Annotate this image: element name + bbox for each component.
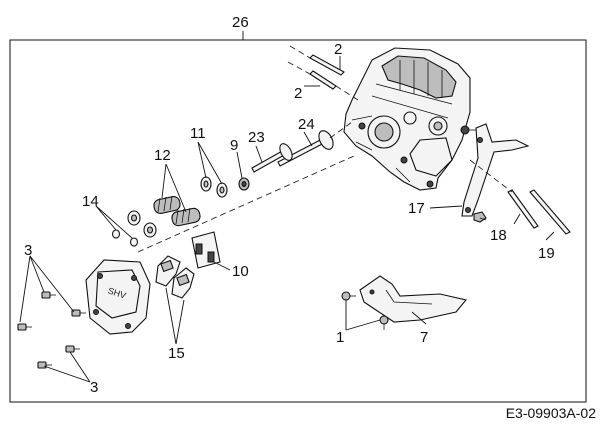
cover-bolt-2 [71,309,86,317]
callout-11: 11 [190,125,206,142]
callout-12: 12 [154,147,171,164]
callout-1: 1 [336,329,344,346]
axis-valve-to-head [329,121,353,139]
washer-small [111,229,121,239]
rocker-arm-upper [155,255,181,287]
callout-3-upper: 3 [24,242,32,259]
intake-valve [251,143,293,173]
callout-19: 19 [538,245,555,262]
washer-small-2 [129,237,139,247]
cover-bolt-1 [41,291,56,299]
cover-bolt-4 [65,345,80,353]
valve-stem-seal-left [127,210,141,226]
rocker-arm-lower [171,267,195,299]
spring-cap-left [200,176,212,192]
rocker-gasket [191,231,221,269]
callout-7: 7 [420,329,428,346]
callout-24: 24 [298,116,315,133]
axis-dowel-upper [289,45,311,59]
valve-spring-lower [171,207,201,227]
spring-cap-right [216,182,228,198]
rocker-cover: SHV [85,259,151,335]
callout-10: 10 [232,263,249,280]
valve-stem-seal-right [143,222,157,238]
axis-rod-to-head [469,159,513,193]
callout-26: 26 [232,14,249,31]
bracket-bolt [473,211,487,223]
callout-2-upper: 2 [334,41,342,58]
callout-23: 23 [248,129,265,146]
shield-screw-lower [379,315,389,330]
dowel-pin-upper [309,54,345,76]
callout-17: 17 [408,200,425,217]
cover-bolt-5 [37,361,52,369]
valve-retainer [238,177,250,191]
heat-shield [359,275,467,323]
cover-bolt-3 [17,323,32,331]
leader-lines [19,31,555,383]
callout-18: 18 [490,227,507,244]
callout-9: 9 [230,137,238,154]
axis-dowel-to-head [335,85,359,101]
shield-screw-upper [341,291,356,301]
callout-14: 14 [82,193,99,210]
valve-spring-upper [153,195,181,214]
callout-15: 15 [168,345,185,362]
cylinder-head [343,47,471,191]
callout-2-lower: 2 [294,85,302,102]
push-rod-long [529,189,571,235]
reference-code: E3-09903A-02 [506,405,597,421]
axis-dowel-lower [287,61,311,75]
head-screw [460,125,478,135]
bracket [461,123,530,217]
diagram-frame [9,39,587,403]
callout-3-lower: 3 [90,379,98,396]
